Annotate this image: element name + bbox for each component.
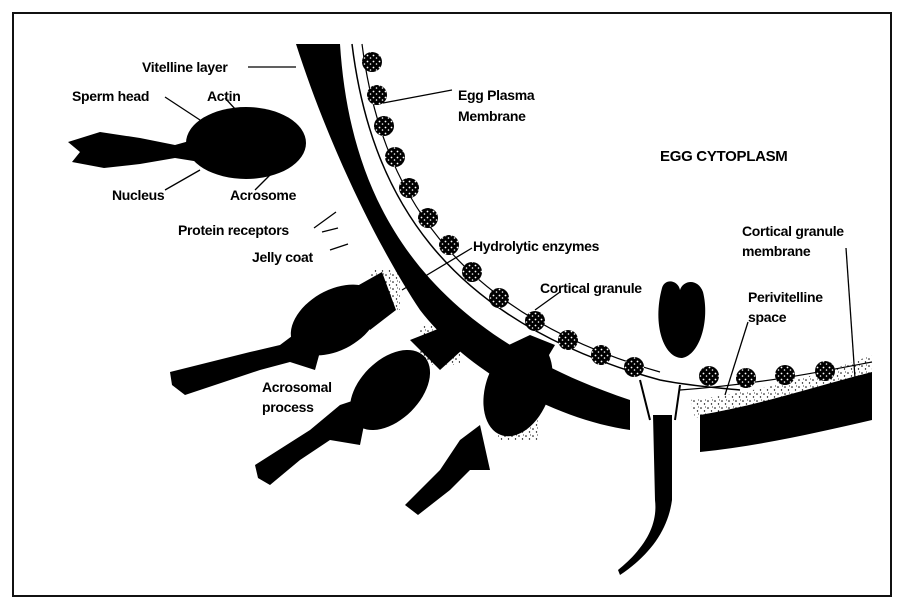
label-perivitelline-space-1: Perivitelline (748, 289, 823, 305)
label-cortical-granule-membrane-1: Cortical granule (742, 223, 844, 239)
sperm-free (68, 107, 306, 179)
label-actin: Actin (207, 88, 241, 104)
label-nucleus: Nucleus (112, 187, 165, 203)
label-egg-plasma-membrane-2: Membrane (458, 108, 526, 124)
label-cortical-granule-membrane-2: membrane (742, 243, 811, 259)
label-egg-plasma-membrane-1: Egg Plasma (458, 87, 535, 103)
label-perivitelline-space-2: space (748, 309, 787, 325)
label-acrosomal-process-2: process (262, 399, 314, 415)
label-egg-cytoplasm: EGG CYTOPLASM (660, 148, 788, 165)
label-jelly-coat: Jelly coat (252, 249, 313, 265)
label-vitelline-layer: Vitelline layer (142, 59, 228, 75)
label-cortical-granule: Cortical granule (540, 280, 642, 296)
label-acrosome: Acrosome (230, 187, 297, 203)
label-hydrolytic-enzymes: Hydrolytic enzymes (473, 238, 600, 254)
sperm-nucleus-in-egg (658, 281, 705, 358)
label-sperm-head: Sperm head (72, 88, 149, 104)
label-protein-receptors: Protein receptors (178, 222, 289, 238)
label-acrosomal-process-1: Acrosomal (262, 379, 332, 395)
